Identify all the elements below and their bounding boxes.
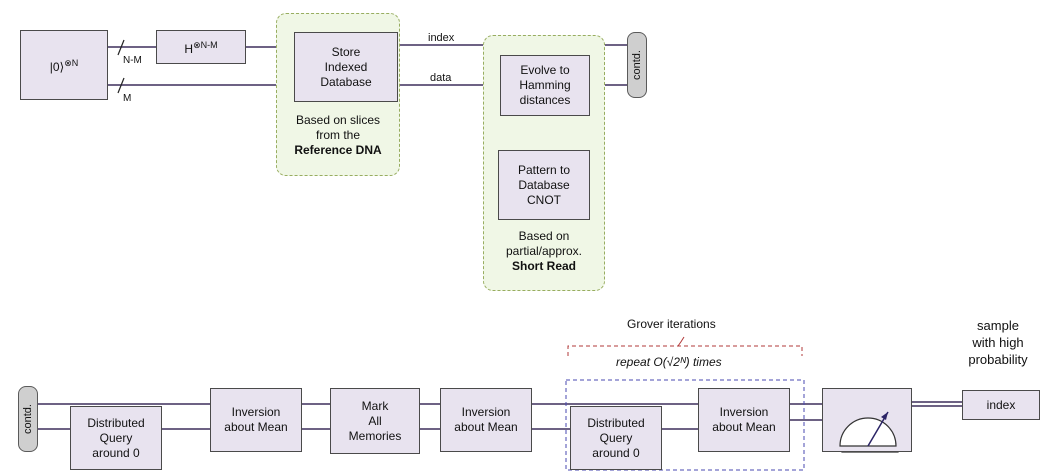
distributed-query-box-2: Distributed Query around 0 xyxy=(570,406,662,470)
reference-caption: Based on slices from the Reference DNA xyxy=(294,113,382,157)
hadamard-label: H⊗N-M xyxy=(184,39,218,56)
mark-all-memories-box: Mark All Memories xyxy=(330,388,420,454)
pattern-cnot-box: Pattern to Database CNOT xyxy=(498,150,590,220)
inversion-about-mean-box-3: Inversion about Mean xyxy=(698,388,790,452)
evolve-hamming-box: Evolve to Hamming distances xyxy=(500,55,590,116)
wire-m-label: M xyxy=(123,93,132,104)
sample-probability-label: sample with high probability xyxy=(968,318,1028,367)
data-wire-label: data xyxy=(430,72,452,84)
bottom-contd-tab: contd. xyxy=(18,386,38,452)
measurement-meter-icon xyxy=(839,411,897,447)
init-state-label: |0⟩⊗N xyxy=(49,57,79,74)
top-contd-tab: contd. xyxy=(627,32,647,98)
hadamard-box: H⊗N-M xyxy=(156,30,246,64)
store-database-box: Store Indexed Database xyxy=(294,32,398,102)
inversion-about-mean-box-2: Inversion about Mean xyxy=(440,388,532,452)
init-state-box: |0⟩⊗N xyxy=(20,30,108,100)
index-output-box: index xyxy=(962,390,1040,420)
distributed-query-box-1: Distributed Query around 0 xyxy=(70,406,162,470)
grover-iterations-label: Grover iterations xyxy=(627,317,716,331)
wire-nm-label: N-M xyxy=(123,55,142,66)
index-wire-label: index xyxy=(428,32,455,44)
repeat-times-label: repeat O(√2ᴺ) times xyxy=(616,355,722,369)
short-read-caption: Based on partial/approx. Short Read xyxy=(505,229,583,273)
inversion-about-mean-box-1: Inversion about Mean xyxy=(210,388,302,452)
